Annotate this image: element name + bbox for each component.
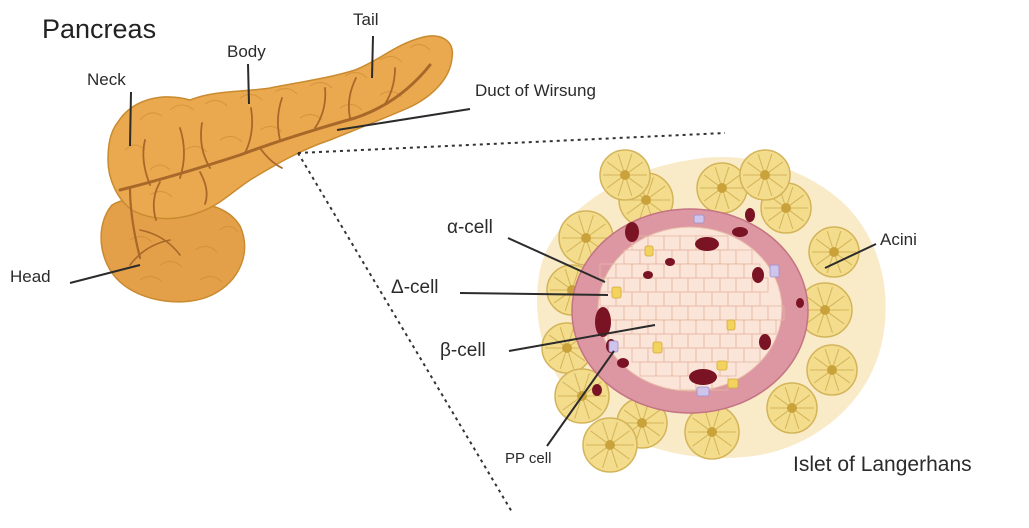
- acinus-lumen: [581, 233, 591, 243]
- islet-of-langerhans: [537, 150, 886, 472]
- acinus-lumen: [637, 418, 647, 428]
- label-acini: Acini: [880, 230, 917, 250]
- label-duct-of-wirsung: Duct of Wirsung: [475, 81, 596, 101]
- label-neck: Neck: [87, 70, 126, 90]
- acinus-lumen: [717, 183, 727, 193]
- label-body: Body: [227, 42, 266, 62]
- acinus-lumen: [781, 203, 791, 213]
- acinus-lumen: [827, 365, 837, 375]
- label-delta-cell: Δ-cell: [391, 277, 439, 299]
- label-alpha-cell: α-cell: [447, 217, 493, 239]
- acinus-lumen: [829, 247, 839, 257]
- acinus-lumen: [641, 195, 651, 205]
- label-pp-cell: PP cell: [505, 450, 551, 467]
- acinus-lumen: [820, 305, 830, 315]
- acinus-lumen: [605, 440, 615, 450]
- acinus-lumen: [562, 343, 572, 353]
- diagram-title: Pancreas: [42, 14, 156, 45]
- label-head: Head: [10, 267, 51, 287]
- acinus-lumen: [707, 427, 717, 437]
- acinus-lumen: [787, 403, 797, 413]
- acinus-lumen: [760, 170, 770, 180]
- acinus-lumen: [620, 170, 630, 180]
- label-tail: Tail: [353, 10, 379, 30]
- label-beta-cell: β-cell: [440, 340, 486, 362]
- label-islet-of-langerhans: Islet of Langerhans: [793, 453, 972, 477]
- pancreas-organ: [101, 36, 452, 302]
